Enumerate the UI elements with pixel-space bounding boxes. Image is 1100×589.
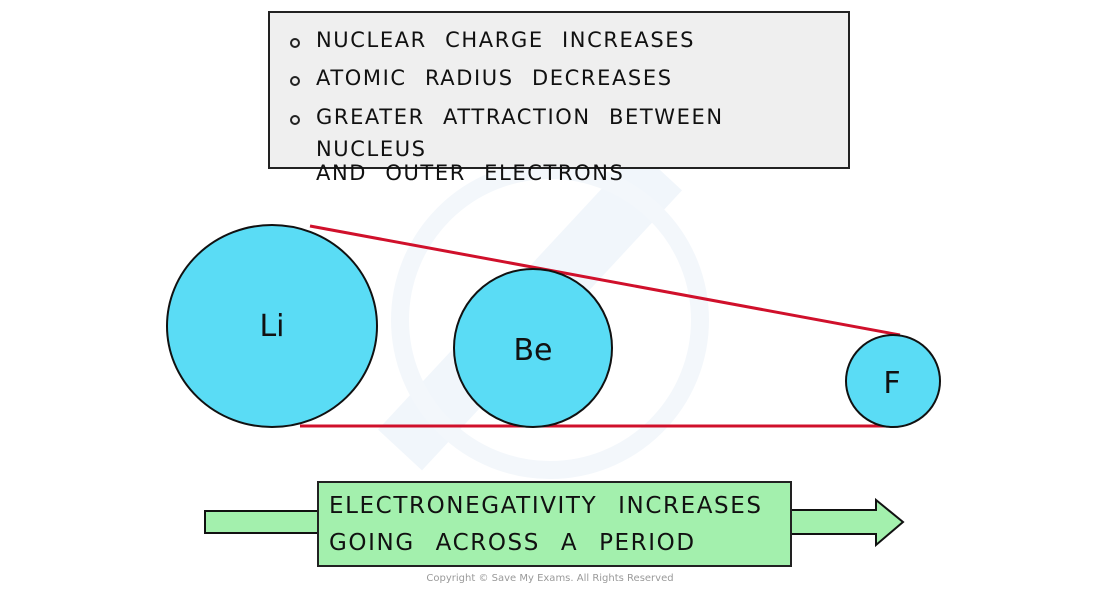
info-text: ATOMIC RADIUS DECREASES: [316, 66, 673, 90]
atom-f: [845, 334, 941, 428]
atom-label-be: Be: [513, 333, 552, 368]
trend-text-line-2: GOING ACROSS A PERIOD: [329, 530, 696, 556]
copyright-notice: Copyright © Save My Exams. All Rights Re…: [426, 573, 674, 584]
trend-line-top: [309, 224, 901, 337]
bullet-icon: [290, 115, 300, 125]
atom-label-f: F: [883, 366, 900, 401]
info-item-atomic-radius: ATOMIC RADIUS DECREASES: [290, 66, 673, 94]
info-box: NUCLEAR CHARGE INCREASES ATOMIC RADIUS D…: [268, 11, 850, 185]
atom-label-li: Li: [259, 309, 284, 344]
atom-be: [453, 268, 613, 428]
bullet-icon: [290, 38, 300, 48]
atom-li: [166, 224, 378, 428]
info-text: AND OUTER ELECTRONS: [316, 161, 625, 185]
bullet-icon: [290, 76, 300, 86]
electronegativity-trend-box: ELECTRONEGATIVITY INCREASES GOING ACROSS…: [317, 481, 792, 567]
info-item-nuclear-charge: NUCLEAR CHARGE INCREASES: [290, 28, 695, 56]
arrow-shaft-left: [204, 510, 320, 534]
info-item-attraction: GREATER ATTRACTION BETWEEN NUCLEUS AND O…: [290, 105, 848, 189]
arrow-right-icon: [789, 497, 905, 548]
info-text: GREATER ATTRACTION BETWEEN NUCLEUS: [316, 105, 724, 161]
info-text-block: GREATER ATTRACTION BETWEEN NUCLEUS AND O…: [316, 105, 848, 189]
trend-text-line-1: ELECTRONEGATIVITY INCREASES: [329, 493, 763, 519]
info-text: NUCLEAR CHARGE INCREASES: [316, 28, 696, 52]
